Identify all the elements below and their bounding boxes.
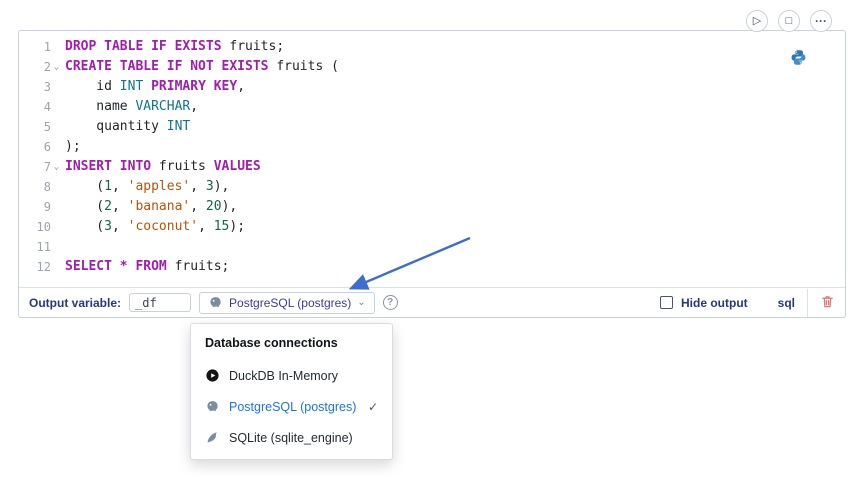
line-number: 3: [43, 80, 51, 94]
connection-dropdown[interactable]: PostgreSQL (postgres) ⌄: [199, 291, 375, 314]
line-number: 8: [43, 180, 51, 194]
code-line-text[interactable]: SELECT * FROM fruits;: [65, 259, 230, 274]
output-variable-input[interactable]: [129, 293, 192, 312]
code-line-text[interactable]: id INT PRIMARY KEY,: [65, 79, 246, 94]
ellipsis-icon: ···: [815, 14, 827, 28]
line-number: 6: [43, 140, 51, 154]
menu-item-sqlite-sqlite-engine[interactable]: SQLite (sqlite_engine): [191, 422, 392, 453]
line-number: 9: [43, 200, 51, 214]
code-line-text[interactable]: );: [65, 139, 81, 154]
code-line[interactable]: 7⌄INSERT INTO fruits VALUES: [19, 157, 843, 177]
footer-right-group: Hide output sql: [660, 288, 835, 317]
connection-dropdown-label: PostgreSQL (postgres): [229, 295, 352, 310]
code-line-text[interactable]: name VARCHAR,: [65, 99, 199, 114]
help-icon[interactable]: ?: [382, 295, 398, 310]
code-line-text[interactable]: (3, 'coconut', 15);: [65, 219, 246, 234]
gutter: 6: [19, 137, 65, 157]
fold-chevron-icon[interactable]: ⌄: [53, 162, 60, 172]
cell-actions: ▷ □ ···: [746, 10, 832, 32]
menu-title: Database connections: [205, 336, 338, 350]
code-line[interactable]: 4 name VARCHAR,: [19, 97, 843, 117]
run-button[interactable]: ▷: [746, 10, 768, 32]
code-line-text[interactable]: (2, 'banana', 20),: [65, 199, 238, 214]
hide-output-label: Hide output: [681, 295, 748, 310]
menu-item-label: PostgreSQL (postgres): [229, 399, 357, 414]
line-number: 4: [43, 100, 51, 114]
gutter: 11: [19, 237, 65, 257]
fold-chevron-icon[interactable]: ⌄: [53, 62, 60, 72]
interrupt-button[interactable]: □: [778, 10, 800, 32]
code-line[interactable]: 11: [19, 237, 843, 257]
gutter: 1: [19, 37, 65, 57]
menu-item-label: SQLite (sqlite_engine): [229, 430, 353, 445]
gutter: 12: [19, 257, 65, 277]
gutter: 8: [19, 177, 65, 197]
postgresql-icon: [205, 399, 220, 414]
python-icon: [790, 49, 807, 71]
duckdb-icon: [205, 368, 220, 383]
hide-output-checkbox[interactable]: [660, 296, 673, 309]
code-line[interactable]: 2⌄CREATE TABLE IF NOT EXISTS fruits (: [19, 57, 843, 77]
code-line[interactable]: 5 quantity INT: [19, 117, 843, 137]
code-line[interactable]: 8 (1, 'apples', 3),: [19, 177, 843, 197]
code-line[interactable]: 12 SELECT * FROM fruits;: [19, 257, 843, 277]
line-number: 7: [43, 160, 51, 174]
code-line-text[interactable]: quantity INT: [65, 119, 191, 134]
gutter: 4: [19, 97, 65, 117]
gutter: 5: [19, 117, 65, 137]
menu-item-duckdb-in-memory[interactable]: DuckDB In-Memory: [191, 360, 392, 391]
line-number: 11: [36, 240, 51, 254]
footer-divider: [807, 288, 808, 317]
code-line[interactable]: 9 (2, 'banana', 20),: [19, 197, 843, 217]
gutter: 9: [19, 197, 65, 217]
line-number: 1: [43, 40, 51, 54]
play-icon: ▷: [752, 14, 762, 27]
gutter: 3: [19, 77, 65, 97]
line-number: 2: [43, 60, 51, 74]
line-number: 5: [43, 120, 51, 134]
more-options-button[interactable]: ···: [810, 10, 832, 32]
delete-cell-button[interactable]: [820, 294, 835, 312]
line-number: 10: [36, 220, 51, 234]
line-number: 12: [36, 260, 51, 274]
code-line[interactable]: 6);: [19, 137, 843, 157]
stop-icon: □: [785, 14, 793, 27]
chevron-down-icon: ⌄: [357, 296, 366, 308]
code-line-text[interactable]: CREATE TABLE IF NOT EXISTS fruits (: [65, 59, 339, 74]
code-line-text[interactable]: DROP TABLE IF EXISTS fruits;: [65, 39, 285, 54]
code-line-text[interactable]: INSERT INTO fruits VALUES: [65, 159, 261, 174]
gutter: 2⌄: [19, 57, 65, 77]
check-icon: ✓: [367, 399, 378, 414]
gutter: 7⌄: [19, 157, 65, 177]
sqlite-icon: [205, 430, 220, 445]
cell-footer: Output variable: PostgreSQL (postgres) ⌄…: [19, 287, 845, 317]
code-line-text[interactable]: (1, 'apples', 3),: [65, 179, 230, 194]
code-line[interactable]: 10 (3, 'coconut', 15);: [19, 217, 843, 237]
language-badge: sql: [777, 295, 795, 310]
gutter: 10: [19, 217, 65, 237]
output-variable-label: Output variable:: [29, 295, 122, 310]
trash-icon: [820, 294, 835, 312]
postgresql-icon: [208, 295, 223, 310]
code-line[interactable]: 1 DROP TABLE IF EXISTS fruits;: [19, 37, 843, 57]
code-line[interactable]: 3 id INT PRIMARY KEY,: [19, 77, 843, 97]
menu-item-postgresql-postgres[interactable]: PostgreSQL (postgres) ✓: [191, 391, 392, 422]
menu-item-label: DuckDB In-Memory: [229, 368, 339, 383]
